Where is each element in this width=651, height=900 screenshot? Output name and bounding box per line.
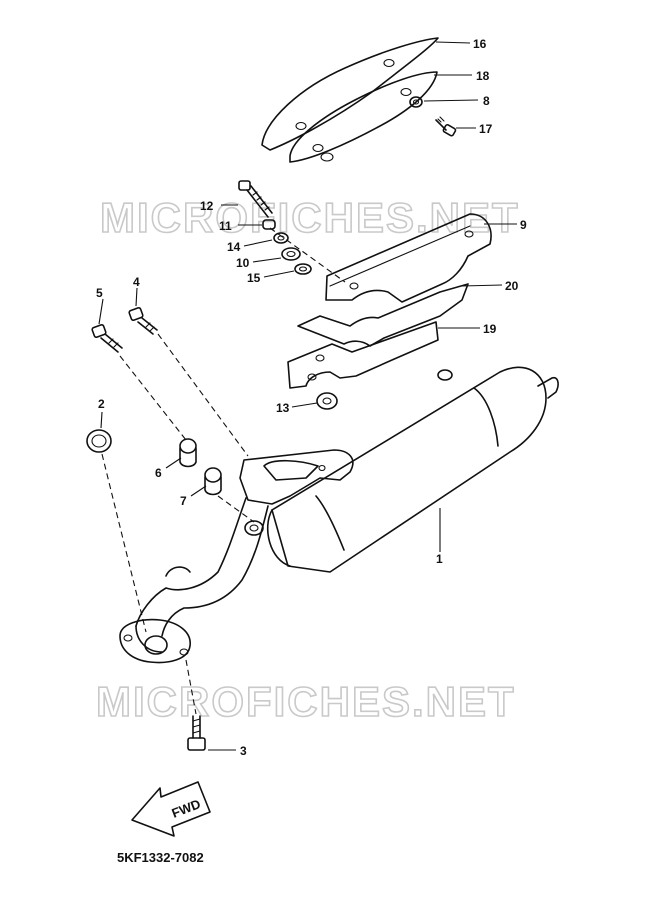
bolt-12: [238, 180, 273, 218]
drawing-code: 5KF1332-7082: [117, 850, 204, 865]
exhaust-gasket-2: [86, 429, 112, 453]
assembly-line-collar: [217, 495, 255, 523]
callout-3: 3: [240, 744, 247, 758]
bolt-3: [187, 715, 206, 751]
washer-8: [409, 96, 423, 108]
callout-14: 14: [227, 240, 241, 254]
heat-shield-plate: [289, 71, 438, 163]
muffler-protector: [325, 213, 492, 303]
collar-7: [204, 467, 222, 496]
bolt-5: [91, 324, 123, 353]
callout-9: 9: [520, 218, 527, 232]
assembly-line-bolt-3: [185, 659, 197, 715]
collar-11: [262, 219, 276, 230]
callout-19: 19: [483, 322, 497, 336]
collar-15: [294, 263, 312, 275]
collar-6: [179, 438, 197, 468]
washer-13: [316, 392, 338, 410]
assembly-line-bolt-12: [269, 227, 346, 283]
callout-20: 20: [505, 279, 519, 293]
forward-direction-arrow: FWD: [131, 781, 211, 837]
callout-11: 11: [219, 219, 232, 233]
callout-18: 18: [476, 69, 490, 83]
assembly-line-bolt-5: [119, 355, 187, 441]
grommet-10: [281, 247, 301, 261]
protector-bracket-20: [297, 283, 469, 347]
callout-4: 4: [133, 275, 140, 289]
callout-15: 15: [247, 271, 261, 285]
heat-shield-cover: [261, 37, 439, 151]
callout-13: 13: [276, 401, 290, 415]
callout-17: 17: [479, 122, 493, 136]
callout-2: 2: [98, 397, 105, 411]
callout-6: 6: [155, 466, 162, 480]
protector-bracket-19: [287, 321, 439, 389]
callout-1: 1: [436, 552, 443, 566]
callout-12: 12: [200, 199, 214, 213]
bolt-4: [128, 307, 158, 335]
leader-lines: [98, 41, 517, 751]
assembly-line-bolt-4: [157, 333, 249, 457]
assembly-line-gasket: [101, 453, 147, 633]
callout-10: 10: [236, 256, 250, 270]
callout-16: 16: [473, 37, 487, 51]
callout-numbers: 16 18 8 17 12 11 14 10 15 9 20 19 13 5 4…: [96, 37, 527, 758]
callout-7: 7: [180, 494, 187, 508]
watermark-top: MICROFICHES.NET: [100, 194, 520, 241]
muffler-assembly: [119, 366, 559, 664]
watermark-bottom: MICROFICHES.NET: [96, 678, 516, 725]
callout-5: 5: [96, 286, 103, 300]
callout-8: 8: [483, 94, 490, 108]
screw-17: [435, 116, 457, 137]
